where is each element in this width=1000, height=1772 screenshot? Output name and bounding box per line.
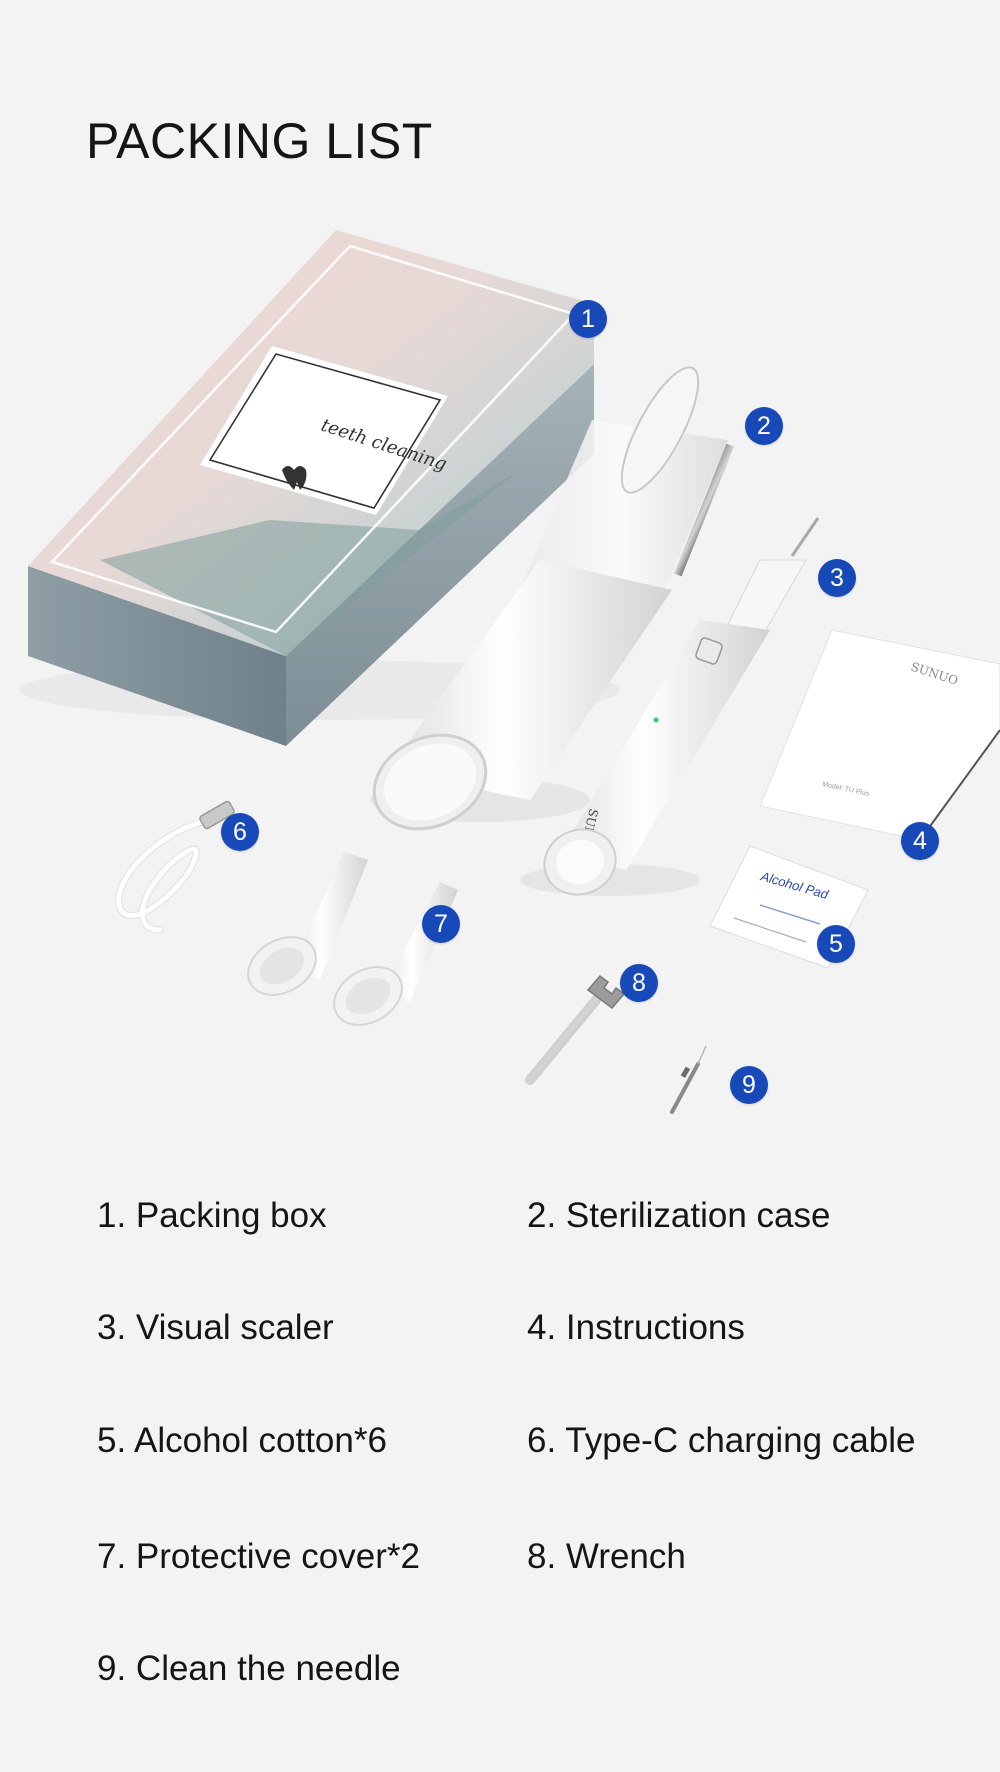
- list-item: 2. Sterilization case: [527, 1196, 831, 1235]
- callout-badge-8: 8: [620, 964, 658, 1002]
- visual-scaler: SUNUO: [520, 517, 820, 896]
- cleaning-needle: [670, 1045, 707, 1114]
- product-illustration: teeth cleaning SUNUO: [20, 230, 1000, 1114]
- callout-badge-3: 3: [818, 559, 856, 597]
- callout-badge-1: 1: [569, 300, 607, 338]
- scaler-led-indicator: [653, 717, 659, 723]
- type-c-cable: [115, 800, 235, 934]
- list-item: 5. Alcohol cotton*6: [97, 1421, 387, 1460]
- list-item: 7. Protective cover*2: [97, 1537, 420, 1576]
- callout-badge-7: 7: [422, 905, 460, 943]
- list-item: 6. Type-C charging cable: [527, 1421, 916, 1460]
- list-item: 9. Clean the needle: [97, 1649, 401, 1688]
- tooth-icon: [282, 466, 307, 490]
- callout-badge-6: 6: [221, 813, 259, 851]
- callout-badge-9: 9: [730, 1066, 768, 1104]
- callout-badge-5: 5: [817, 925, 855, 963]
- callout-badge-4: 4: [901, 822, 939, 860]
- sterilization-case: [370, 366, 734, 831]
- list-item: 1. Packing box: [97, 1196, 327, 1235]
- instructions-manual: SUNUO Model: TU Plus: [759, 629, 1000, 841]
- list-item: 8. Wrench: [527, 1537, 686, 1576]
- list-item: 3. Visual scaler: [97, 1308, 334, 1347]
- callout-badge-2: 2: [745, 407, 783, 445]
- wrench: [525, 974, 626, 1085]
- scaler-power-button: [695, 637, 723, 665]
- page-title: PACKING LIST: [86, 113, 433, 169]
- scaler-tip: [790, 517, 820, 557]
- list-item: 4. Instructions: [527, 1308, 745, 1347]
